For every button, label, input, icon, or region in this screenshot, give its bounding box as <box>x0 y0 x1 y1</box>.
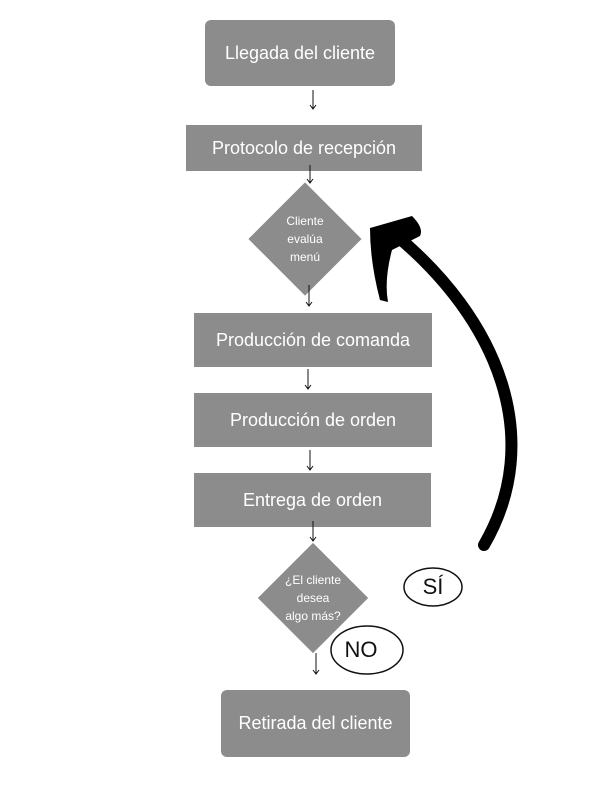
arrow-decision-to-exit <box>312 653 320 675</box>
arrow-arrival-to-reception <box>309 90 317 110</box>
yes-circle <box>403 567 463 607</box>
node-command-label: Producción de comanda <box>215 329 411 350</box>
node-arrival-label: Llegada del cliente <box>224 42 376 63</box>
arrow-evaluate-to-command <box>305 285 313 307</box>
node-exit: Retirada del cliente <box>221 690 410 757</box>
arrow-command-to-order <box>304 369 312 390</box>
node-exit-label: Retirada del cliente <box>238 713 393 733</box>
loop-back-arrow <box>370 216 518 551</box>
node-command: Producción de comanda <box>194 313 432 367</box>
decision-evaluate-label: Cliente evalúa menú <box>286 214 324 264</box>
node-reception-label: Protocolo de recepción <box>211 137 397 158</box>
arrow-order-to-delivery <box>306 450 314 471</box>
node-arrival: Llegada del cliente <box>205 20 395 86</box>
decision-more-label: ¿El cliente desea algo más? <box>284 573 342 623</box>
node-order-label: Producción de orden <box>229 409 397 430</box>
node-delivery: Entrega de orden <box>194 473 431 527</box>
arrow-reception-to-evaluate <box>306 165 314 184</box>
node-reception: Protocolo de recepción <box>186 125 422 171</box>
arrow-delivery-to-decision <box>309 521 317 542</box>
branch-yes-label: SÍ <box>422 574 444 599</box>
branch-no-label: NO <box>344 637 378 662</box>
node-delivery-label: Entrega de orden <box>242 489 383 510</box>
no-circle <box>330 625 404 675</box>
node-order: Producción de orden <box>194 393 432 447</box>
